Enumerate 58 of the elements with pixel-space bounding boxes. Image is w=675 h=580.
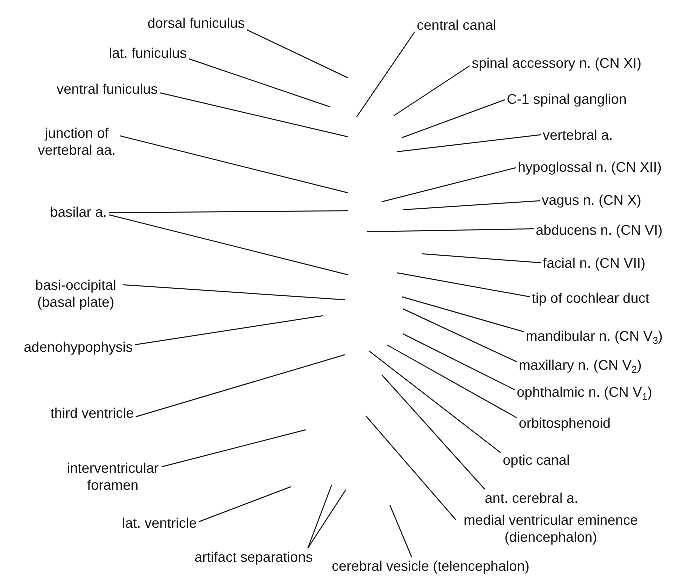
structure-label: basilar a.: [48, 204, 109, 220]
leader-line: [402, 308, 518, 362]
leader-line: [390, 504, 412, 558]
structure-label: artifact separations: [192, 548, 315, 566]
leader-line: [382, 374, 486, 490]
leader-line: [366, 416, 456, 520]
structure-label: C-1 spinal ganglion: [505, 90, 629, 108]
leader-line: [402, 334, 516, 390]
leader-line: [356, 32, 416, 118]
structure-label: ophthalmic n. (CN V$_{1}$): [515, 384, 654, 400]
leader-line: [188, 58, 330, 108]
structure-label: central canal: [415, 16, 498, 34]
leader-line: [386, 344, 518, 418]
structure-label: dorsal funiculus: [146, 15, 247, 32]
leader-line: [136, 354, 346, 418]
leader-line: [308, 484, 332, 549]
leader-line: [308, 490, 346, 549]
leader-line: [134, 316, 324, 346]
leader-line: [402, 100, 506, 138]
structure-label: medial ventricular eminence (diencephalon): [456, 512, 646, 546]
structure-label: lat. funiculus: [107, 44, 189, 62]
structure-label: ant. cerebral a.: [483, 490, 580, 506]
leader-line: [402, 296, 524, 332]
leader-line: [382, 168, 516, 202]
leader-line: [246, 30, 348, 78]
structure-label: ventral funiculus: [54, 80, 160, 98]
structure-label: basi-occipital (basal plate): [29, 276, 123, 310]
structure-label: cerebral vesicle (telencephalon): [330, 558, 532, 574]
structure-label: orbitosphenoid: [517, 414, 613, 432]
leader-line: [366, 228, 534, 232]
leader-line: [162, 430, 306, 468]
structure-label: tip of cochlear duct: [530, 290, 652, 306]
leader-line: [160, 92, 348, 138]
structure-label: vertebral a.: [541, 126, 616, 144]
structure-label: facial n. (CN VII): [541, 254, 648, 272]
leader-line: [368, 350, 502, 454]
structure-label: junction of vertebral aa.: [34, 124, 120, 158]
leader-line: [402, 200, 540, 210]
leader-line: [394, 66, 470, 116]
leader-line: [396, 134, 542, 152]
structure-label: vagus n. (CN X): [540, 192, 644, 208]
structure-label: maxillary n. (CN V$_{2}$): [517, 356, 644, 374]
structure-label: mandibular n. (CN V$_{3}$): [524, 328, 665, 344]
leader-line: [396, 272, 530, 298]
structure-label: lat. ventricle: [120, 514, 199, 532]
leader-line: [122, 284, 346, 300]
structure-label: spinal accessory n. (CN XI): [470, 54, 644, 72]
structure-label: interventricular foramen: [64, 460, 162, 494]
leader-line: [422, 254, 542, 264]
leader-line: [120, 136, 348, 194]
structure-label: abducens n. (CN VI): [534, 222, 665, 238]
structure-label: optic canal: [501, 452, 572, 468]
structure-label: third ventricle: [48, 404, 136, 422]
leader-line: [108, 210, 348, 214]
leader-line: [198, 486, 292, 522]
structure-label: hypoglossal n. (CN XII): [516, 158, 664, 176]
leader-line: [108, 214, 348, 276]
structure-label: adenohypophysis: [22, 338, 135, 356]
